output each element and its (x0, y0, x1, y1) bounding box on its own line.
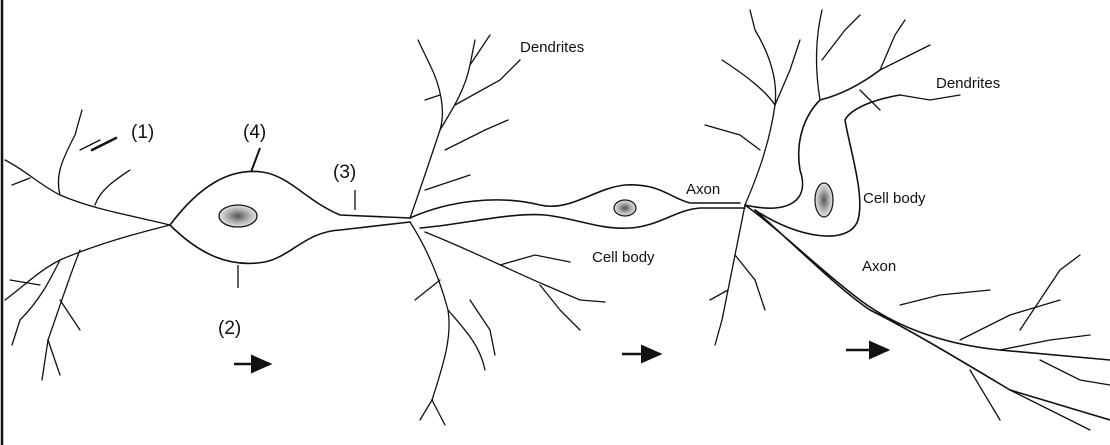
neuron-3-nucleus (815, 183, 833, 217)
label-axon-middle: Axon (686, 181, 720, 198)
neuron-3-axon (745, 205, 1110, 420)
neuron-3 (705, 10, 1110, 430)
neuron-1-dendrites (5, 110, 170, 380)
neuron-3-left-dendrites (705, 10, 800, 345)
neuron-2-nucleus (614, 200, 636, 216)
label-dendrites-left: Dendrites (520, 39, 584, 56)
marker-2: (2) (218, 318, 241, 339)
label-axon-right: Axon (862, 258, 896, 275)
neuron-1-cell-body (170, 171, 410, 263)
label-dendrites-right: Dendrites (936, 75, 1000, 92)
neuron-1 (5, 35, 605, 425)
label-cell-body-right: Cell body (863, 190, 926, 207)
marker-1: (1) (131, 122, 154, 143)
label-cell-body-middle: Cell body (592, 249, 655, 266)
marker-1-pointer (92, 138, 116, 150)
marker-4-pointer (251, 148, 260, 172)
marker-4: (4) (243, 122, 266, 143)
marker-3: (3) (333, 162, 356, 183)
neuron-1-right-branches (410, 35, 605, 425)
neuron-3-axon-terminals (900, 255, 1110, 430)
neuron-1-nucleus (219, 205, 257, 227)
